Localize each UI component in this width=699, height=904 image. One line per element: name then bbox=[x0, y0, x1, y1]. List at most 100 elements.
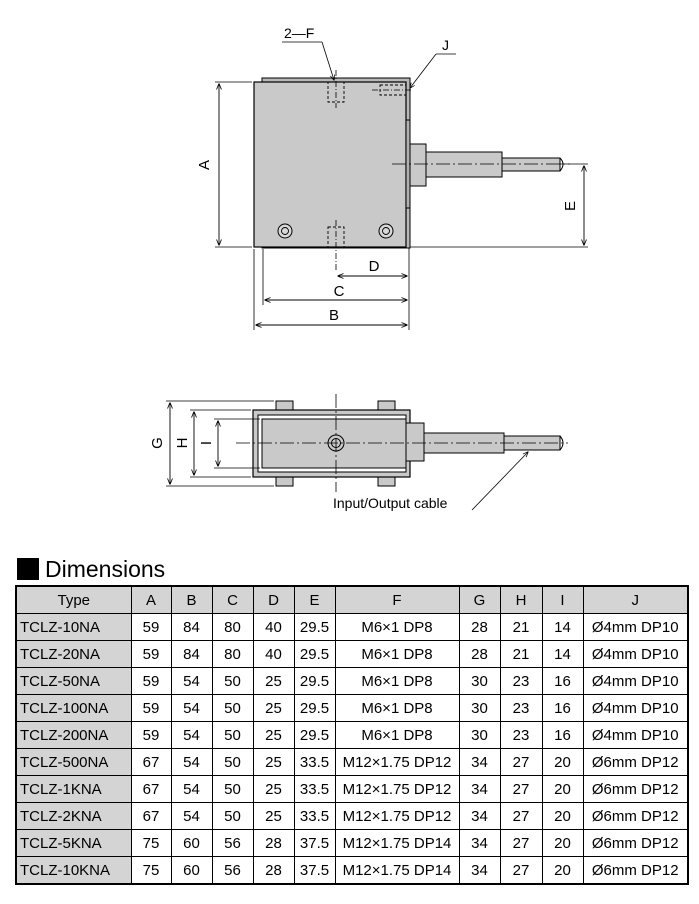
table-cell: 14 bbox=[541, 613, 584, 641]
column-header: I bbox=[541, 585, 584, 614]
dim-label-d: D bbox=[369, 258, 380, 275]
dimensions-title: Dimensions bbox=[45, 556, 166, 582]
column-header: A bbox=[130, 585, 172, 614]
column-header: C bbox=[211, 585, 254, 614]
table-cell: 34 bbox=[458, 856, 501, 885]
table-cell: Ø4mm DP10 bbox=[582, 613, 689, 641]
type-cell: TCLZ-2KNA bbox=[15, 802, 132, 830]
callout-cable: Input/Output cable bbox=[333, 495, 448, 511]
table-cell: M6×1 DP8 bbox=[334, 694, 460, 722]
table-cell: 27 bbox=[499, 802, 543, 830]
table-cell: 23 bbox=[499, 667, 543, 695]
table-cell: 60 bbox=[170, 856, 213, 885]
table-cell: 29.5 bbox=[293, 613, 336, 641]
table-cell: 20 bbox=[541, 856, 584, 885]
dimensions-heading: Dimensions bbox=[17, 556, 165, 582]
column-header: J bbox=[582, 585, 689, 614]
table-cell: M6×1 DP8 bbox=[334, 640, 460, 668]
table-cell: 54 bbox=[170, 775, 213, 803]
table-cell: 37.5 bbox=[293, 829, 336, 857]
column-header: F bbox=[334, 585, 460, 614]
table-cell: 37.5 bbox=[293, 856, 336, 885]
table-cell: 50 bbox=[211, 721, 254, 749]
type-cell: TCLZ-10KNA bbox=[15, 856, 132, 885]
table-cell: 84 bbox=[170, 640, 213, 668]
table-cell: 60 bbox=[170, 829, 213, 857]
table-cell: Ø6mm DP12 bbox=[582, 856, 689, 885]
column-header: B bbox=[170, 585, 213, 614]
dim-label-a: A bbox=[196, 160, 213, 170]
table-cell: 25 bbox=[252, 802, 295, 830]
table-cell: 54 bbox=[170, 694, 213, 722]
table-cell: Ø6mm DP12 bbox=[582, 802, 689, 830]
table-cell: 21 bbox=[499, 640, 543, 668]
table-cell: 59 bbox=[130, 694, 172, 722]
type-cell: TCLZ-200NA bbox=[15, 721, 132, 749]
type-cell: TCLZ-50NA bbox=[15, 667, 132, 695]
table-cell: 59 bbox=[130, 721, 172, 749]
heading-square-icon bbox=[17, 558, 39, 580]
dim-label-c: C bbox=[334, 283, 345, 300]
table-cell: 29.5 bbox=[293, 667, 336, 695]
type-cell: TCLZ-5KNA bbox=[15, 829, 132, 857]
table-cell: 75 bbox=[130, 829, 172, 857]
table-cell: 50 bbox=[211, 748, 254, 776]
dim-label-h: H bbox=[174, 438, 191, 449]
table-cell: Ø4mm DP10 bbox=[582, 640, 689, 668]
table-cell: 34 bbox=[458, 829, 501, 857]
type-cell: TCLZ-1KNA bbox=[15, 775, 132, 803]
table-cell: 16 bbox=[541, 721, 584, 749]
table-cell: 29.5 bbox=[293, 640, 336, 668]
table-cell: 50 bbox=[211, 667, 254, 695]
column-header: D bbox=[252, 585, 295, 614]
table-cell: 54 bbox=[170, 802, 213, 830]
dim-label-e: E bbox=[562, 201, 579, 211]
callout-2f: 2—F bbox=[284, 25, 314, 41]
table-cell: Ø6mm DP12 bbox=[582, 775, 689, 803]
table-cell: 59 bbox=[130, 640, 172, 668]
column-header: G bbox=[458, 585, 501, 614]
type-cell: TCLZ-10NA bbox=[15, 613, 132, 641]
table-cell: 56 bbox=[211, 829, 254, 857]
table-cell: 50 bbox=[211, 775, 254, 803]
table-cell: 80 bbox=[211, 613, 254, 641]
table-header-row: Type A B C D E F G H I J bbox=[15, 585, 689, 614]
table-cell: 34 bbox=[458, 802, 501, 830]
dim-label-i: I bbox=[198, 441, 215, 445]
table-cell: 30 bbox=[458, 721, 501, 749]
table-cell: 21 bbox=[499, 613, 543, 641]
table-cell: 23 bbox=[499, 721, 543, 749]
type-cell: TCLZ-100NA bbox=[15, 694, 132, 722]
table-cell: 67 bbox=[130, 802, 172, 830]
table-cell: 59 bbox=[130, 613, 172, 641]
table-cell: 84 bbox=[170, 613, 213, 641]
table-cell: 75 bbox=[130, 856, 172, 885]
table-cell: 50 bbox=[211, 694, 254, 722]
table-cell: 30 bbox=[458, 667, 501, 695]
table-cell: 20 bbox=[541, 802, 584, 830]
table-cell: Ø4mm DP10 bbox=[582, 694, 689, 722]
table-cell: 20 bbox=[541, 775, 584, 803]
type-cell: TCLZ-500NA bbox=[15, 748, 132, 776]
table-cell: 25 bbox=[252, 721, 295, 749]
table-cell: M6×1 DP8 bbox=[334, 721, 460, 749]
cable bbox=[501, 157, 561, 172]
table-cell: 34 bbox=[458, 748, 501, 776]
table-cell: 34 bbox=[458, 775, 501, 803]
load-cell-body bbox=[253, 81, 407, 248]
table-cell: M12×1.75 DP14 bbox=[334, 829, 460, 857]
side-view bbox=[166, 394, 568, 511]
table-cell: Ø4mm DP10 bbox=[582, 721, 689, 749]
table-cell: 40 bbox=[252, 640, 295, 668]
callout-j: J bbox=[442, 37, 449, 53]
table-cell: Ø6mm DP12 bbox=[582, 748, 689, 776]
table-cell: 29.5 bbox=[293, 721, 336, 749]
technical-drawing: 2—F J Input/Output cable A E D C B G H I bbox=[149, 25, 588, 511]
table-cell: 59 bbox=[130, 667, 172, 695]
